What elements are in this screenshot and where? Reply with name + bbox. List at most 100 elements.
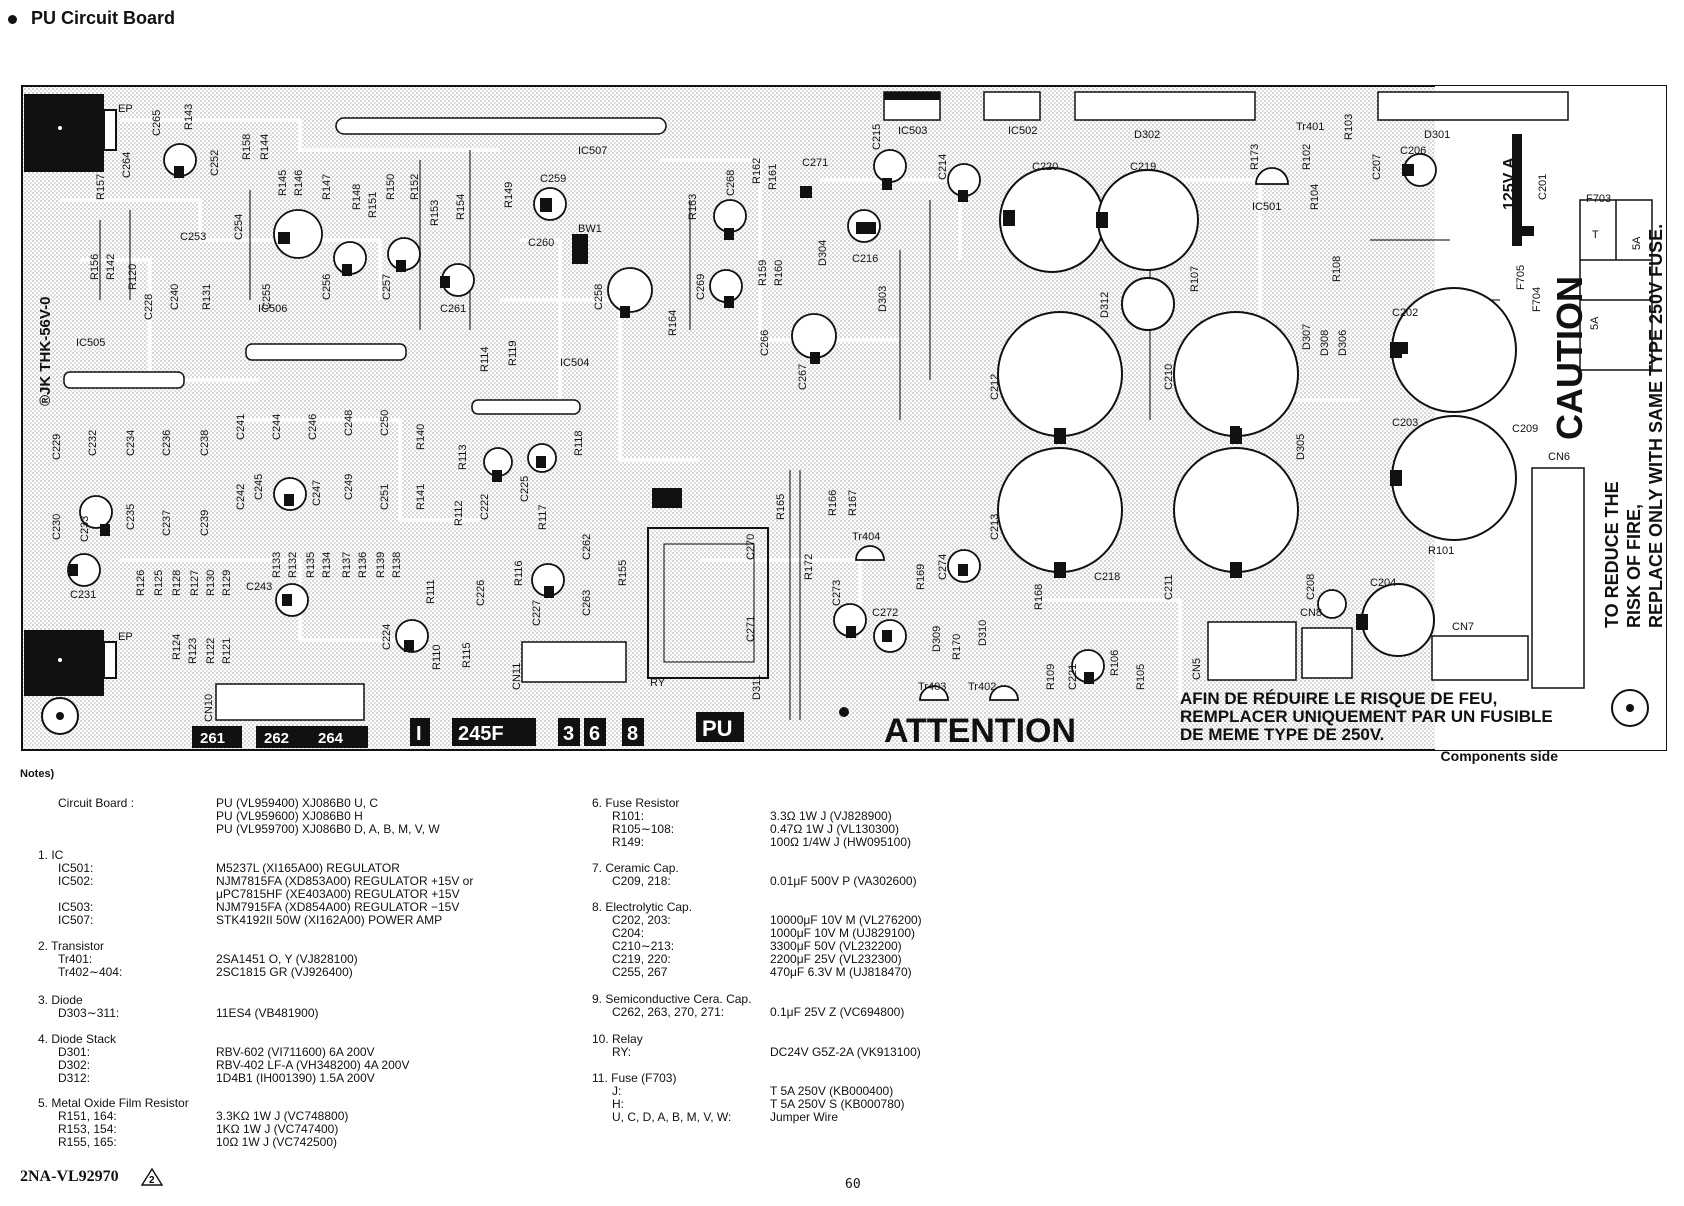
lbl-c221: C221 (1067, 664, 1079, 690)
note-item-value: T 5A 250V S (KB000780) (770, 1097, 905, 1111)
mounting-hole-center (839, 707, 849, 717)
note-item-value: 0.47Ω 1W J (VL130300) (770, 822, 900, 836)
note-item-key: R151, 164: (58, 1109, 117, 1123)
note-item-value: STK4192II 50W (XI162A00) POWER AMP (216, 913, 443, 927)
note-item-key: J: (612, 1084, 622, 1098)
warning-triangle-icon: 2 (140, 1168, 163, 1186)
note-item-value: 2200μF 25V (VL232300) (770, 952, 902, 966)
lbl-cn5: CN5 (1191, 658, 1203, 680)
note-item-key: R149: (612, 835, 645, 849)
lbl-r130: R130 (205, 570, 217, 596)
note-section-heading: 4. Diode Stack (38, 1032, 117, 1046)
lbl-r114: R114 (479, 347, 491, 372)
lbl-ic505: IC505 (76, 337, 105, 349)
lbl-r144: R144 (259, 134, 271, 160)
note-section-heading: 7. Ceramic Cap. (592, 861, 679, 875)
lbl-c240: C240 (169, 284, 181, 310)
note-item-value: 1000μF 10V M (UJ829100) (770, 926, 915, 940)
lbl-r137: R137 (341, 552, 353, 578)
lbl-r149: R149 (503, 182, 515, 208)
lbl-c215: C215 (871, 124, 883, 150)
lbl-c226: C226 (475, 580, 487, 606)
lbl-ic503: IC503 (898, 125, 927, 137)
lbl-c208: C208 (1305, 574, 1317, 600)
lbl-cn8: CN8 (1300, 607, 1322, 619)
code-8: 8 (627, 723, 638, 745)
code-6: 6 (589, 723, 600, 745)
lbl-r115: R115 (461, 643, 473, 668)
note-item-value: 11ES4 (VB481900) (216, 1006, 319, 1020)
code-245f: 245F (458, 723, 504, 745)
fuse-rating-label: 125V A (1501, 157, 1518, 210)
lbl-c214: C214 (937, 154, 949, 180)
svg-text:2: 2 (149, 1175, 155, 1186)
lbl-c263: C263 (581, 590, 593, 616)
lbl-d307: D307 (1301, 324, 1313, 350)
lbl-r102: R102 (1301, 144, 1313, 170)
lbl-d302: D302 (1134, 129, 1160, 141)
note-item-key: H: (612, 1097, 624, 1111)
lbl-c201: C201 (1537, 174, 1549, 200)
lbl-r109: R109 (1045, 664, 1057, 690)
lbl-r162: R162 (751, 158, 763, 184)
lbl-c250: C250 (379, 410, 391, 436)
circuit-board-line-1: PU (VL959400) XJ086B0 U, C (216, 796, 379, 810)
lbl-d303: D303 (877, 286, 889, 312)
note-item-key: R153, 154: (58, 1122, 117, 1136)
note-item-value: 10000μF 10V M (VL276200) (770, 913, 922, 927)
note-section-heading: 2. Transistor (38, 939, 105, 953)
page-title: PU Circuit Board (8, 8, 175, 29)
lbl-c218: C218 (1094, 571, 1120, 583)
lbl-c259: C259 (540, 173, 566, 185)
lbl-ic504: IC504 (560, 357, 589, 369)
lbl-c252: C252 (209, 150, 221, 176)
note-section-heading: 8. Electrolytic Cap. (592, 900, 693, 914)
lbl-r111: R111 (425, 579, 437, 604)
lbl-c246: C246 (307, 414, 319, 440)
fuse-element (1512, 134, 1522, 246)
bullet-icon (8, 14, 17, 24)
note-item-key: D303∼311: (58, 1006, 120, 1020)
lbl-r110: R110 (431, 645, 443, 670)
lbl-c233: C233 (79, 516, 91, 542)
lbl-ic502: IC502 (1008, 125, 1037, 137)
lbl-r105: R105 (1135, 664, 1147, 690)
lbl-c207: C207 (1371, 154, 1383, 180)
note-item-value: 470μF 6.3V M (UJ818470) (770, 965, 912, 979)
lbl-r117: R117 (537, 505, 549, 530)
lbl-c212: C212 (989, 374, 1001, 400)
lbl-f705: F705 (1515, 265, 1527, 290)
cn11-body (521, 641, 627, 683)
note-item-key: Tr402∼404: (58, 965, 123, 979)
note-item-key: C219, 220: (612, 952, 671, 966)
lbl-c231: C231 (70, 589, 96, 601)
note-item-value: 3.3KΩ 1W J (VC748800) (216, 1109, 349, 1123)
cap-c213 (997, 447, 1123, 573)
lbl-c274: C274 (937, 554, 949, 580)
lbl-c229: C229 (51, 434, 63, 460)
lbl-c210: C210 (1163, 364, 1175, 390)
lbl-cn10: CN10 (203, 694, 215, 722)
lbl-r107: R107 (1189, 266, 1201, 292)
lbl-c227: C227 (531, 600, 543, 626)
lbl-ry: RY (650, 677, 666, 689)
lbl-d309: D309 (931, 626, 943, 652)
note-section-heading: 6. Fuse Resistor (592, 796, 680, 810)
ic502-body (983, 91, 1041, 121)
lbl-c244: C244 (271, 414, 283, 440)
note-item-key: U, C, D, A, B, M, V, W: (612, 1110, 732, 1124)
note-section-heading: 1. IC (38, 848, 64, 862)
lbl-r104: R104 (1309, 184, 1321, 210)
lbl-r101: R101 (1428, 545, 1454, 557)
lbl-c219: C219 (1130, 161, 1156, 173)
lbl-r170: R170 (951, 634, 963, 660)
lbl-r118: R118 (573, 431, 585, 456)
cap-c212 (997, 311, 1123, 437)
lbl-r150: R150 (385, 174, 397, 200)
code-3: 3 (563, 723, 574, 745)
lbl-r141: R141 (415, 484, 427, 510)
ic503-heat (884, 92, 940, 100)
lbl-r142: R142 (105, 254, 117, 280)
fuse-5a-label-2: 5A (1589, 316, 1601, 330)
lbl-c213: C213 (989, 514, 1001, 540)
